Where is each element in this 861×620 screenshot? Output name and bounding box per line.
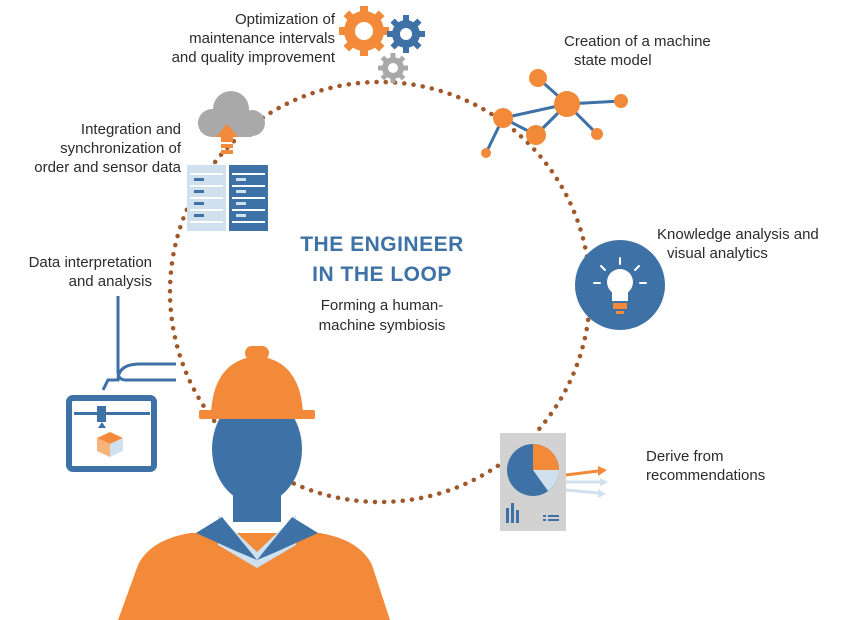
- title-line2: IN THE LOOP: [312, 263, 452, 286]
- subtitle-line1: Forming a human-: [320, 297, 444, 314]
- lightbulb-icon: [575, 240, 665, 330]
- label-integration-line2: synchronization of: [60, 140, 181, 157]
- label-optimization-line1: Optimization of: [234, 11, 335, 28]
- label-derive-line1: Derive from: [646, 448, 724, 465]
- label-derive: Derive from recommendations: [646, 447, 765, 485]
- label-integration: Integration and synchronization of order…: [0, 120, 181, 177]
- report-chart-icon: [500, 433, 608, 531]
- data-cable: [101, 296, 176, 391]
- diagram-subtitle: Forming a human- machine symbiosis: [262, 296, 502, 336]
- cloud-server-icon: [187, 91, 268, 231]
- label-state-model-line2: state model: [574, 52, 652, 69]
- label-knowledge-line2: visual analytics: [667, 245, 768, 262]
- label-optimization: Optimization of maintenance intervals an…: [165, 10, 335, 67]
- subtitle-line2: machine symbiosis: [318, 317, 446, 334]
- network-graph-icon: [481, 69, 628, 158]
- label-knowledge-line1: Knowledge analysis and: [657, 226, 819, 243]
- label-optimization-line3: and quality improvement: [171, 49, 335, 66]
- label-integration-line3: order and sensor data: [34, 159, 181, 176]
- label-integration-line1: Integration and: [80, 121, 181, 138]
- gears-icon: [339, 6, 425, 83]
- label-interpretation-line1: Data interpretation: [28, 254, 152, 271]
- label-interpretation: Data interpretation and analysis: [0, 253, 152, 291]
- label-interpretation-line2: and analysis: [68, 273, 152, 290]
- label-derive-line2: recommendations: [646, 467, 766, 484]
- label-state-model: Creation of a machine state model: [564, 32, 711, 70]
- diagram-title: THE ENGINEER IN THE LOOP: [262, 230, 502, 290]
- label-state-model-line1: Creation of a machine: [564, 33, 711, 50]
- label-knowledge: Knowledge analysis and visual analytics: [657, 225, 819, 263]
- engineer-figure: [118, 346, 390, 620]
- printer-3d-icon: [66, 395, 157, 472]
- title-line1: THE ENGINEER: [300, 233, 464, 256]
- label-optimization-line2: maintenance intervals: [189, 30, 335, 47]
